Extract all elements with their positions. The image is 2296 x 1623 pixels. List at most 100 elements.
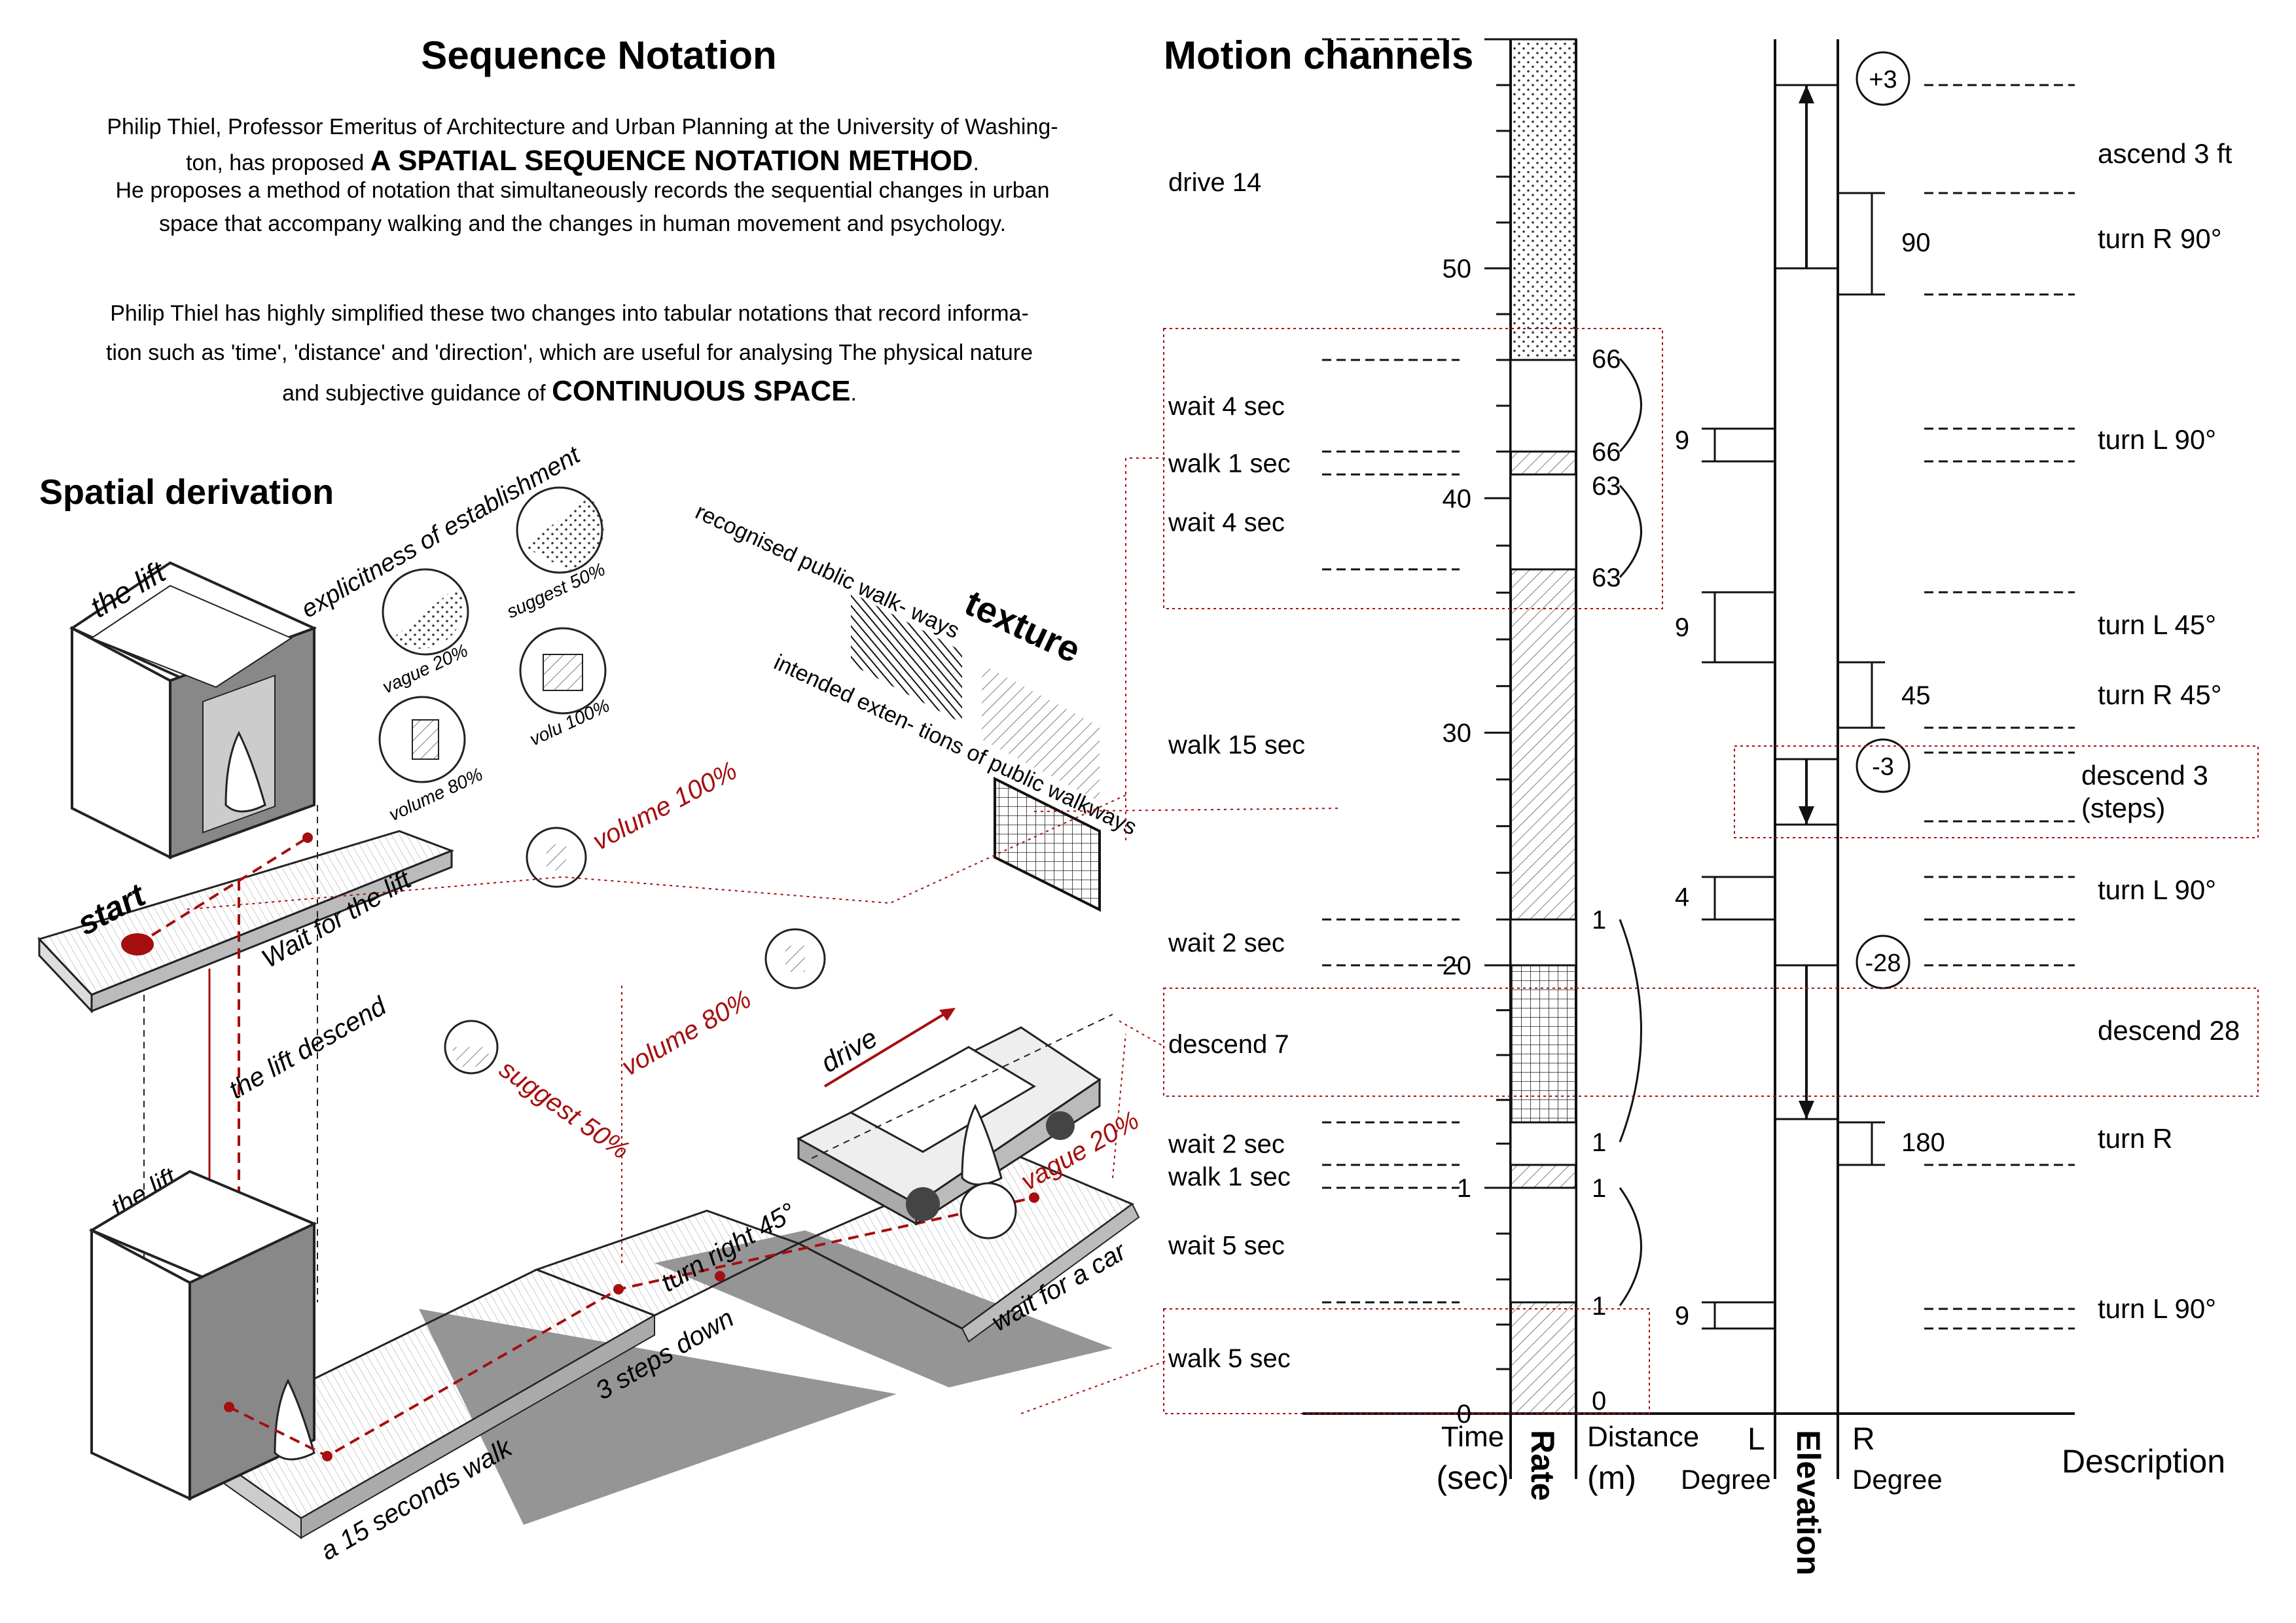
elevation-arrowhead bbox=[1799, 85, 1814, 103]
distance-arc bbox=[1619, 919, 1642, 1143]
rate-segment-label: walk 15 sec bbox=[1168, 731, 1305, 760]
rate-segment bbox=[1509, 1121, 1577, 1166]
right-degree-label: 45 bbox=[1901, 681, 1931, 710]
intro-line-2: ton, has proposed A SPATIAL SEQUENCE NOT… bbox=[186, 145, 979, 177]
description-label: ascend 3 ft bbox=[2098, 138, 2233, 169]
intro-line-4: space that accompany walking and the cha… bbox=[159, 211, 1006, 236]
elevation-marker-label: -3 bbox=[1872, 753, 1894, 781]
description-label: descend 3 bbox=[2081, 760, 2208, 791]
red-label-suggest50: suggest 50% bbox=[494, 1054, 635, 1165]
left-degree-label: 9 bbox=[1675, 613, 1689, 642]
axis-time: Time bbox=[1441, 1421, 1504, 1453]
time-tick-label: 1 bbox=[1457, 1174, 1471, 1203]
red-label-volume80: volume 80% bbox=[617, 985, 757, 1082]
distance-label: 66 bbox=[1592, 345, 1621, 374]
right-degree-bracket bbox=[1838, 661, 1885, 729]
description-label: turn R 45° bbox=[2098, 679, 2222, 710]
rate-segment-label: wait 4 sec bbox=[1168, 392, 1285, 421]
upper-lift bbox=[69, 561, 317, 860]
left-degree-bracket bbox=[1702, 591, 1775, 664]
axis-l: L bbox=[1748, 1422, 1765, 1457]
lower-lift bbox=[88, 1169, 317, 1501]
axis-r: R bbox=[1852, 1422, 1875, 1457]
description-label: turn L 90° bbox=[2098, 874, 2216, 905]
rate-segment-label: drive 14 bbox=[1168, 168, 1261, 197]
right-degree-bracket bbox=[1838, 192, 1885, 296]
chart-title: Motion channels bbox=[1164, 33, 1473, 77]
left-degree-label: 9 bbox=[1675, 1302, 1689, 1330]
texture-item-recognised: recognised public walk- ways bbox=[692, 499, 963, 644]
distance-label: 63 bbox=[1592, 563, 1621, 592]
description-label: descend 28 bbox=[2098, 1015, 2240, 1046]
elevation-arrowhead bbox=[1799, 1101, 1814, 1119]
description-label: turn R 90° bbox=[2098, 223, 2222, 254]
red-label-volume100: volume 100% bbox=[588, 756, 742, 856]
axis-time-unit: (sec) bbox=[1436, 1459, 1509, 1496]
texture-legend: texture recognised public walk- ways int… bbox=[692, 499, 1141, 912]
page-title: Sequence Notation bbox=[421, 33, 776, 77]
time-tick-label: 0 bbox=[1457, 1400, 1471, 1429]
rate-segment-label: walk 1 sec bbox=[1168, 1163, 1291, 1192]
left-degree-label: 9 bbox=[1675, 426, 1689, 455]
path-lower bbox=[228, 1196, 1035, 1458]
description-label: turn L 45° bbox=[2098, 609, 2216, 640]
axis-l-unit: Degree bbox=[1681, 1464, 1771, 1495]
distance-label: 1 bbox=[1592, 906, 1606, 935]
axis-distance-unit: (m) bbox=[1587, 1459, 1636, 1496]
texture-title: texture bbox=[959, 582, 1087, 671]
intro2-line-3: and subjective guidance of CONTINUOUS SP… bbox=[282, 375, 857, 407]
axis-description: Description bbox=[2062, 1443, 2225, 1480]
highlight-box bbox=[1163, 1308, 1650, 1414]
intro2-line-1: Philip Thiel has highly simplified these… bbox=[110, 301, 1029, 326]
rate-segment-label: wait 4 sec bbox=[1168, 508, 1285, 537]
elevation-marker-label: +3 bbox=[1869, 66, 1897, 94]
right-degree-bracket bbox=[1838, 1121, 1885, 1166]
axis-elevation: Elevation bbox=[1790, 1430, 1827, 1575]
rate-segment-label: walk 1 sec bbox=[1168, 450, 1291, 478]
distance-label: 66 bbox=[1592, 438, 1621, 467]
rate-segment bbox=[1509, 568, 1577, 921]
rate-segment-label: walk 5 sec bbox=[1168, 1344, 1291, 1373]
left-degree-bracket bbox=[1702, 1301, 1775, 1330]
left-degree-bracket bbox=[1702, 876, 1775, 921]
description-label: turn L 90° bbox=[2098, 1293, 2216, 1324]
axis-distance: Distance bbox=[1587, 1421, 1699, 1453]
motion-channels-chart: Motion channels walk 5 sec wait 5 sec walk… bbox=[1163, 33, 2259, 1575]
rate-segment-label: wait 5 sec bbox=[1168, 1232, 1285, 1260]
distance-arc bbox=[1619, 1187, 1642, 1306]
isometric-illustration: the lift start Wait for the lift the lif… bbox=[37, 441, 1342, 1566]
elevation-marker bbox=[1856, 51, 1910, 106]
intro2-line-2: tion such as 'time', 'distance' and 'dir… bbox=[106, 340, 1033, 365]
axis-rate: Rate bbox=[1524, 1430, 1561, 1501]
highlight-box bbox=[1163, 328, 1663, 609]
right-degree-label: 180 bbox=[1901, 1128, 1945, 1157]
time-tick-label: 20 bbox=[1443, 952, 1472, 980]
time-tick-label: 40 bbox=[1443, 484, 1472, 513]
drive-label: drive bbox=[816, 1022, 882, 1079]
distance-label: 0 bbox=[1592, 1387, 1606, 1416]
distance-arc bbox=[1619, 357, 1642, 453]
rate-segment-label: descend 7 bbox=[1168, 1030, 1289, 1059]
rate-segment bbox=[1509, 473, 1577, 571]
description-label: (steps) bbox=[2081, 793, 2165, 823]
explicitness-legend: explicitness of establishment vague 20% … bbox=[297, 441, 613, 825]
distance-label: 1 bbox=[1592, 1174, 1606, 1203]
right-degree-label: 90 bbox=[1901, 228, 1931, 257]
rate-segment bbox=[1509, 359, 1577, 453]
left-degree-label: 4 bbox=[1675, 883, 1689, 912]
distance-label: 63 bbox=[1592, 472, 1621, 501]
intro-line-3: He proposes a method of notation that si… bbox=[115, 178, 1049, 203]
distance-label: 1 bbox=[1592, 1128, 1606, 1157]
rate-segment bbox=[1509, 38, 1577, 361]
section-title: Spatial derivation bbox=[39, 473, 334, 512]
rate-segment-label: wait 2 sec bbox=[1168, 1130, 1285, 1159]
highlight-box bbox=[1163, 988, 2259, 1097]
rate-segment-label: wait 2 sec bbox=[1168, 929, 1285, 957]
distance-arc bbox=[1619, 484, 1642, 579]
intro-line-1: Philip Thiel, Professor Emeritus of Arch… bbox=[107, 115, 1058, 139]
highlight-box bbox=[1734, 745, 2259, 838]
elevation-marker bbox=[1856, 738, 1910, 793]
rate-segment bbox=[1509, 1164, 1577, 1189]
axis-r-unit: Degree bbox=[1852, 1464, 1943, 1495]
